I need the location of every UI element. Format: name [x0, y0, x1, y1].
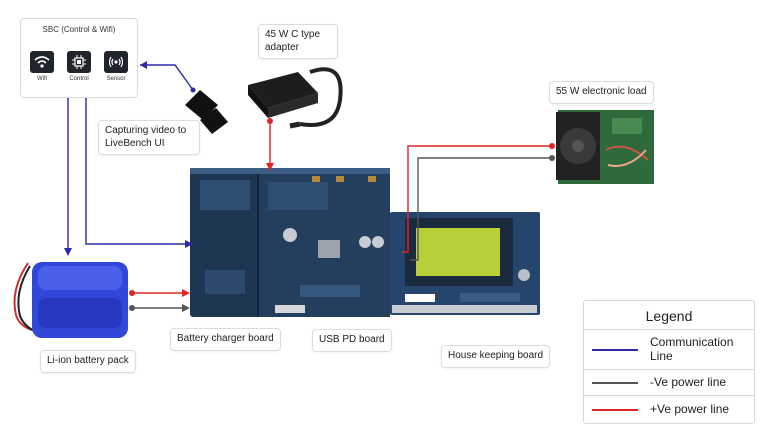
usb-board-label: USB PD board — [312, 329, 392, 352]
housekeeping-board-label: House keeping board — [441, 345, 551, 368]
legend-title: Legend — [645, 308, 693, 324]
arrow-head — [182, 289, 190, 297]
legend-item-label: Communication Line — [650, 335, 734, 363]
signal-icon — [104, 51, 128, 73]
arrow-head — [140, 61, 147, 69]
battery-pack-illustration — [13, 262, 128, 338]
load-label: 55 W electronic load — [549, 81, 654, 104]
line-dot — [267, 118, 273, 124]
camera-illustration — [185, 90, 228, 134]
arrow-head — [266, 163, 274, 171]
adapter-illustration — [248, 67, 343, 129]
electronic-load-illustration — [556, 110, 654, 184]
arrow-head — [182, 304, 190, 312]
legend-item-negative: -Ve power line — [584, 369, 754, 396]
line-dot — [190, 87, 196, 93]
line-dot — [129, 305, 135, 311]
sbc-item-label: Control — [69, 76, 89, 82]
legend: Legend Communication Line -Ve power line… — [583, 300, 755, 424]
capture-label: Capturing video to LiveBench UI — [98, 120, 200, 155]
legend-item-label: -Ve power line — [650, 375, 727, 389]
communication-lines — [67, 64, 194, 253]
sbc-item-wifi: Wifi — [29, 51, 55, 82]
line-dot — [549, 143, 555, 149]
sbc-item-label: Sensor — [106, 76, 126, 82]
legend-swatch — [592, 382, 638, 384]
positive-power-lines — [132, 121, 552, 294]
arrow-head — [185, 240, 193, 248]
legend-item-positive: +Ve power line — [584, 395, 754, 423]
chip-icon — [67, 51, 91, 73]
sbc-item-sensor: Sensor — [103, 51, 129, 82]
legend-swatch — [592, 409, 638, 411]
legend-item-communication: Communication Line — [584, 329, 754, 370]
charger-usb-pcb — [190, 168, 390, 317]
battery-pack-label: Li-ion battery pack — [40, 350, 136, 373]
sbc-panel: SBC (Control & Wifi) Wifi Control — [20, 18, 138, 98]
arrow-head — [64, 248, 72, 256]
legend-item-label: +Ve power line — [650, 402, 730, 416]
line-dot — [129, 290, 135, 296]
sbc-item-label: Wifi — [37, 76, 47, 82]
line-dot — [549, 155, 555, 161]
negative-power-lines — [132, 157, 552, 309]
adapter-label: 45 W C type adapter — [258, 24, 338, 59]
housekeeping-pcb — [390, 212, 540, 315]
wifi-icon — [30, 51, 54, 73]
charger-board-label: Battery charger board — [170, 328, 281, 351]
sbc-item-control: Control — [66, 51, 92, 82]
legend-swatch — [592, 349, 638, 351]
sbc-title: SBC (Control & Wifi) — [42, 25, 116, 34]
